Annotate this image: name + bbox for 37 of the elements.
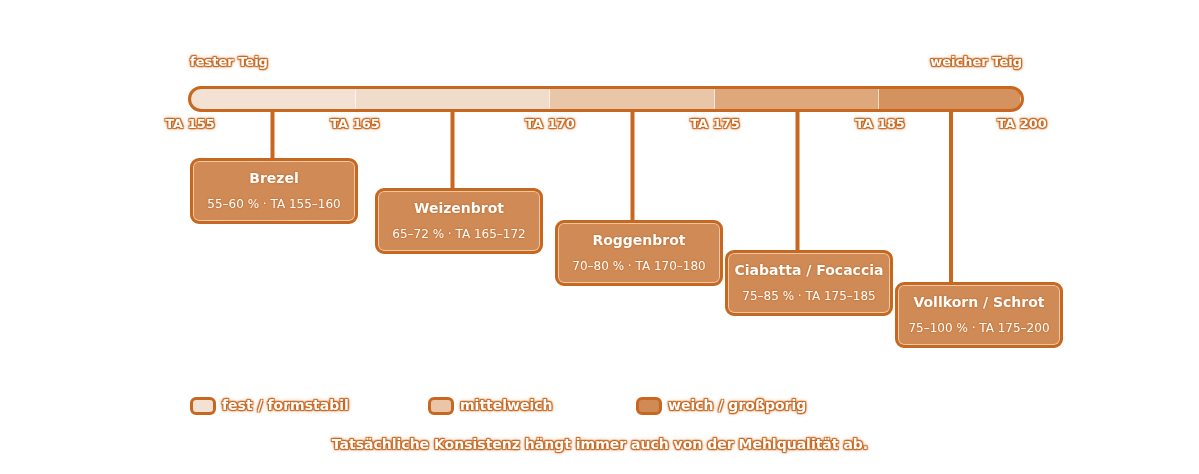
connector-line [270,112,275,158]
card-subtitle: 65–72 % · TA 165–172 [391,227,527,241]
info-card [895,282,1063,348]
card-title: Vollkorn / Schrot [912,294,1046,310]
card-subtitle: 55–60 % · TA 155–160 [206,197,342,211]
scale-segment [550,89,715,109]
legend-label: weich / großporig [668,397,807,413]
legend-label: fest / formstabil [222,397,349,413]
footnote: Tatsächliche Konsistenz hängt immer auch von der Mehlqualität ab. [331,436,869,452]
connector-line [949,112,953,282]
info-card [555,220,723,286]
info-card [375,188,543,254]
tick-label: TA 175 [690,116,740,131]
scale-segment [714,89,880,109]
card-title: Roggenbrot [591,232,687,248]
tick-label: TA 185 [855,116,905,131]
card-subtitle: 75–85 % · TA 175–185 [741,289,877,303]
card-title: Ciabatta / Focaccia [733,262,885,278]
card-subtitle: 75–100 % · TA 175–200 [907,321,1051,335]
connector-line [630,112,635,220]
tick-label: TA 200 [997,116,1047,131]
tick-label: TA 165 [330,116,380,131]
scale-segment [355,89,551,109]
info-card [190,158,358,224]
info-card [725,250,893,316]
card-subtitle: 70–80 % · TA 170–180 [571,259,707,273]
connector-line [450,112,455,188]
end-caption: fester Teig [190,54,268,69]
legend-label: mittelweich [460,397,553,413]
tick-label: TA 155 [165,116,215,131]
scale-segment [879,89,1021,109]
card-title: Brezel [248,170,300,186]
connector-line [795,112,800,250]
scale-segment [191,89,356,109]
card-title: Weizenbrot [412,200,506,216]
end-caption: weicher Teig [930,54,1022,69]
tick-label: TA 170 [525,116,575,131]
